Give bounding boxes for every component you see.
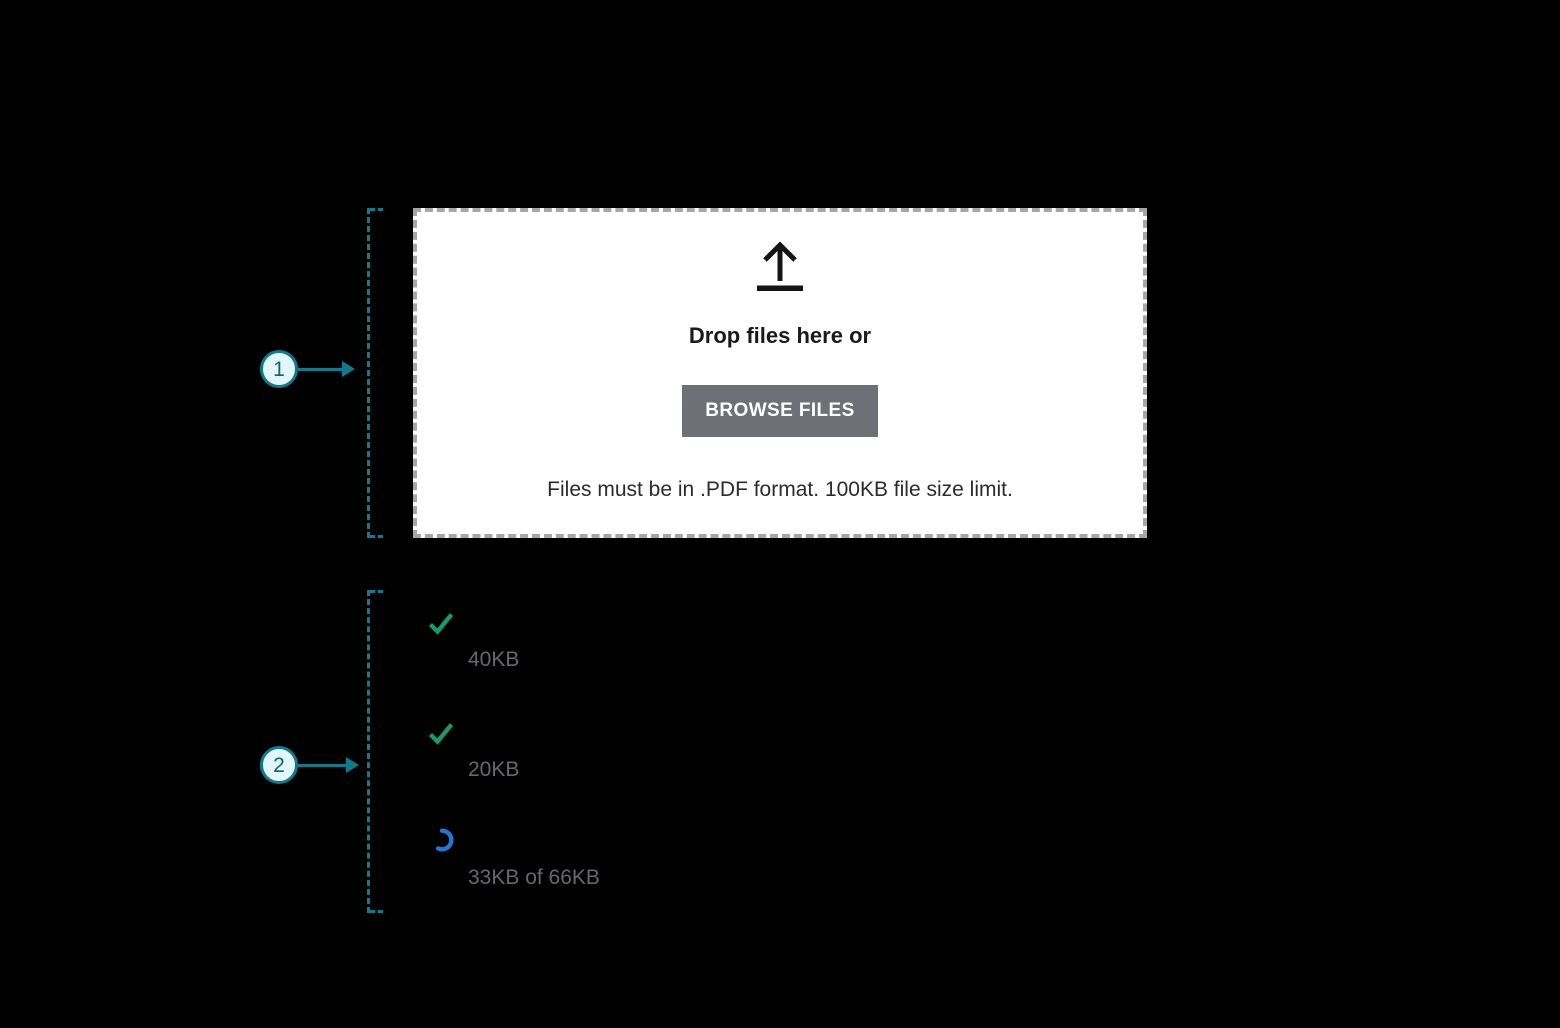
- file-dropzone[interactable]: Drop files here or BROWSE FILES Files mu…: [413, 208, 1147, 538]
- upload-icon: [757, 241, 803, 291]
- callout-1-arrow-line: [298, 367, 342, 371]
- file-size-label: 20KB: [468, 758, 520, 781]
- callout-1: 1: [260, 350, 355, 388]
- file-upload-item: 20KB: [413, 720, 853, 790]
- dropzone-note: Files must be in .PDF format. 100KB file…: [547, 478, 1013, 501]
- callout-2-number: 2: [273, 753, 285, 777]
- browse-files-button[interactable]: BROWSE FILES: [682, 385, 878, 437]
- bracket-bottom-tick: [370, 535, 383, 538]
- dropzone-annotation-bracket: [367, 208, 386, 538]
- bracket-top-tick: [370, 590, 383, 593]
- check-icon: [428, 723, 454, 745]
- file-list-annotation-bracket: [367, 590, 386, 913]
- callout-2-arrow: [298, 757, 359, 773]
- bracket-top-tick: [370, 208, 383, 211]
- spinner-icon: [435, 828, 454, 852]
- file-list: 40KB 20KB 33KB of 66KB: [413, 590, 853, 913]
- callout-2-arrow-line: [298, 763, 346, 767]
- callout-1-arrow: [298, 361, 355, 377]
- file-upload-item: 40KB: [413, 610, 853, 680]
- callout-1-badge: 1: [260, 350, 298, 388]
- bracket-bottom-tick: [370, 910, 383, 913]
- callout-2: 2: [260, 746, 359, 784]
- check-icon: [428, 613, 454, 635]
- callout-1-number: 1: [273, 357, 285, 381]
- file-size-label: 40KB: [468, 648, 520, 671]
- file-size-label: 33KB of 66KB: [468, 866, 600, 889]
- callout-2-badge: 2: [260, 746, 298, 784]
- file-upload-item: 33KB of 66KB: [413, 826, 853, 896]
- dropzone-heading: Drop files here or: [688, 323, 872, 348]
- callout-1-arrow-head: [342, 361, 355, 377]
- callout-2-arrow-head: [346, 757, 359, 773]
